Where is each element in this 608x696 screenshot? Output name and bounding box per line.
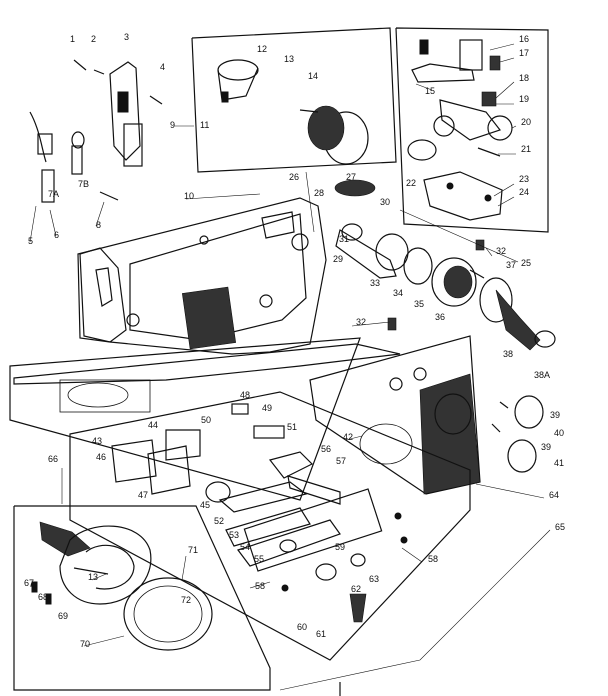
callout-p8: 8 — [96, 220, 101, 230]
callout-p19: 19 — [519, 94, 529, 104]
callout-p52: 52 — [214, 516, 224, 526]
callout-p34: 34 — [393, 288, 403, 298]
callout-p7b: 7B — [78, 179, 89, 189]
callout-p64: 64 — [549, 490, 559, 500]
machine-arm — [77, 197, 327, 355]
callout-p5: 5 — [28, 236, 33, 246]
callout-p32a: 32 — [496, 246, 506, 256]
callout-p25: 25 — [521, 258, 531, 268]
callout-p11: 11 — [200, 120, 209, 130]
handwheel-assembly — [334, 179, 556, 351]
callout-p55: 55 — [254, 554, 264, 564]
callout-p58a: 58 — [428, 554, 438, 564]
callout-p38a: 38A — [534, 370, 550, 380]
callout-p13: 13 — [284, 54, 294, 64]
callout-p70: 70 — [80, 639, 90, 649]
callout-p51: 51 — [287, 422, 297, 432]
callout-p47: 47 — [138, 490, 148, 500]
cam-parts — [407, 39, 513, 221]
callout-p17: 17 — [519, 48, 529, 58]
callout-p23: 23 — [519, 174, 529, 184]
callout-p20: 20 — [521, 117, 531, 127]
leader-lines — [29, 43, 551, 691]
callout-p69: 69 — [58, 611, 68, 621]
callout-p62: 62 — [351, 584, 361, 594]
callout-p26: 26 — [289, 172, 299, 182]
callout-p9: 9 — [170, 120, 175, 130]
callout-p48: 48 — [240, 390, 250, 400]
callout-p49: 49 — [262, 403, 272, 413]
cover-plate — [9, 337, 361, 501]
callout-p36: 36 — [435, 312, 445, 322]
feed-mechanism — [69, 391, 471, 661]
callout-p27: 27 — [346, 172, 356, 182]
callout-p40: 40 — [554, 428, 564, 438]
callout-p24: 24 — [519, 187, 529, 197]
callout-p39b: 39 — [541, 442, 551, 452]
callout-p29: 29 — [333, 254, 343, 264]
callout-p66: 66 — [48, 454, 58, 464]
callout-p2: 2 — [91, 34, 96, 44]
callout-p45: 45 — [200, 500, 210, 510]
callout-p21: 21 — [521, 144, 531, 154]
callout-p71: 71 — [188, 545, 198, 555]
callout-p31: 31 — [339, 234, 349, 244]
callout-p43: 43 — [92, 436, 102, 446]
callout-p68: 68 — [38, 592, 48, 602]
callout-p63: 63 — [369, 574, 379, 584]
motor-parts — [217, 59, 369, 165]
callout-p14: 14 — [308, 71, 318, 81]
callout-p13b: 13 — [88, 572, 98, 582]
callout-p28: 28 — [314, 188, 324, 198]
callout-p15: 15 — [425, 86, 435, 96]
callout-p41: 41 — [554, 458, 564, 468]
callout-p59: 59 — [335, 542, 345, 552]
inset-hook-box — [13, 505, 271, 691]
callout-p18: 18 — [519, 73, 529, 83]
callout-p39a: 39 — [550, 410, 560, 420]
base-plate — [13, 343, 401, 385]
callout-p57: 57 — [336, 456, 346, 466]
callout-p60: 60 — [297, 622, 307, 632]
callout-p33: 33 — [370, 278, 380, 288]
callout-p56: 56 — [321, 444, 331, 454]
inset-cam-box — [395, 27, 549, 233]
callout-p12: 12 — [257, 44, 267, 54]
callout-p10: 10 — [184, 191, 194, 201]
callout-p67: 67 — [24, 578, 34, 588]
callout-p42: 42 — [343, 432, 353, 442]
callout-p54: 54 — [240, 542, 250, 552]
callout-p72: 72 — [181, 595, 191, 605]
callout-p50: 50 — [201, 415, 211, 425]
callout-p65: 65 — [555, 522, 565, 532]
callout-p3: 3 — [124, 32, 129, 42]
callout-p44: 44 — [148, 420, 158, 430]
presser-parts — [29, 59, 163, 203]
callout-p4: 4 — [160, 62, 165, 72]
callout-p22: 22 — [406, 178, 416, 188]
callout-p61: 61 — [316, 629, 326, 639]
callout-p37: 37 — [506, 260, 516, 270]
callout-p38: 38 — [503, 349, 513, 359]
callout-p30: 30 — [380, 197, 390, 207]
callout-p35: 35 — [414, 299, 424, 309]
callout-p6: 6 — [54, 230, 59, 240]
callout-p1: 1 — [70, 34, 75, 44]
callout-p46: 46 — [96, 452, 106, 462]
callout-p32b: 32 — [356, 317, 366, 327]
callout-p53: 53 — [229, 530, 239, 540]
callout-p16: 16 — [519, 34, 529, 44]
callout-p58b: 58 — [255, 581, 265, 591]
callout-p7a: 7A — [48, 189, 59, 199]
inset-motor-box — [191, 27, 397, 173]
hook-assembly — [31, 521, 213, 651]
control-panel — [309, 335, 544, 495]
